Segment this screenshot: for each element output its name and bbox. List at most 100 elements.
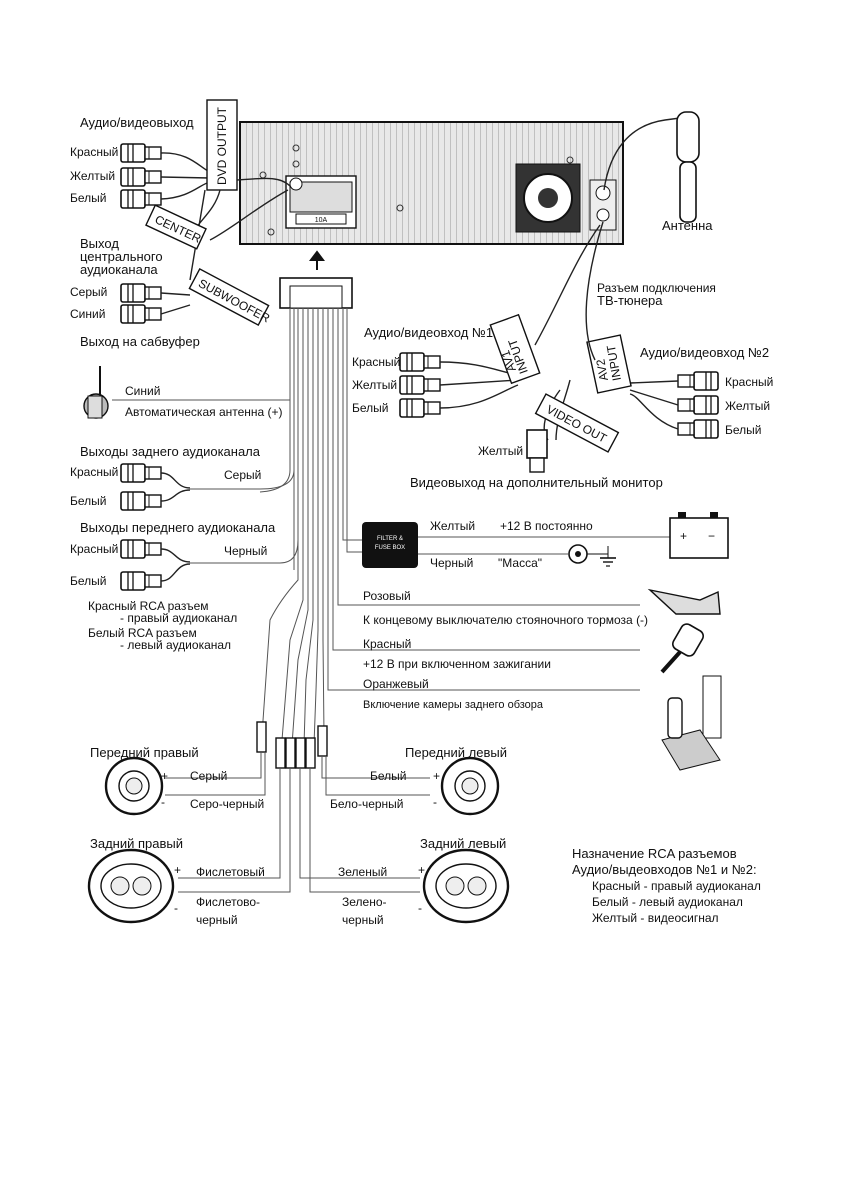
power-brake: К концевому выключателю стояночного торм… bbox=[363, 613, 648, 627]
minus-sign: - bbox=[161, 795, 165, 809]
power-black: Черный bbox=[430, 556, 473, 570]
subwoofer-group: SUBWOOFER bbox=[120, 268, 272, 326]
av2-yellow-label: Желтый bbox=[725, 399, 770, 413]
front-left-neg: Бело-черный bbox=[330, 797, 404, 811]
legend-line-3: Желтый - видеосигнал bbox=[592, 911, 719, 925]
minus-sign: - bbox=[174, 901, 178, 915]
front-left-speaker-icon bbox=[440, 756, 500, 816]
av2-red-label: Красный bbox=[725, 375, 773, 389]
plus-sign: + bbox=[433, 769, 440, 783]
auto-antenna-wire: Синий bbox=[125, 384, 160, 398]
sub-gray-label: Серый bbox=[70, 285, 107, 299]
rear-left-neg-2: черный bbox=[342, 913, 384, 927]
svg-text:−: − bbox=[708, 529, 715, 543]
front-left-title: Передний левый bbox=[405, 745, 507, 760]
rear-left-title: Задний левый bbox=[420, 836, 506, 851]
harness-wires bbox=[259, 308, 640, 746]
svg-text:AV2: AV2 bbox=[593, 358, 611, 382]
plus-sign: + bbox=[161, 769, 168, 783]
auto-antenna-label: Автоматическая антенна (+) bbox=[125, 405, 283, 419]
rca-note-1: Красный RCA разъем bbox=[88, 599, 209, 613]
center-label-2: центрального bbox=[80, 249, 163, 264]
rca-note-3: Белый RCA разъем bbox=[88, 626, 197, 640]
av2-white-label: Белый bbox=[725, 423, 761, 437]
rear-white-label: Белый bbox=[70, 494, 106, 508]
av1-title: Аудио/видеовход №1 bbox=[364, 325, 493, 340]
power-yellow: Желтый bbox=[430, 519, 475, 533]
center-label-3: аудиоканала bbox=[80, 262, 158, 277]
rear-audio-group bbox=[120, 463, 295, 511]
svg-text:+: + bbox=[680, 529, 687, 543]
fuse-rating: 10A bbox=[315, 217, 328, 224]
dvd-yellow-label: Желтый bbox=[70, 169, 115, 183]
rear-right-speaker-icon bbox=[87, 848, 175, 924]
handbrake-icon bbox=[647, 588, 721, 615]
rca-note-4: - левый аудиоканал bbox=[120, 638, 231, 652]
dvd-output-title: Аудио/видеовыход bbox=[80, 115, 194, 130]
power-const12: +12 В постоянно bbox=[500, 519, 593, 533]
video-out-yellow: Желтый bbox=[478, 444, 523, 458]
rear-right-neg-2: черный bbox=[196, 913, 238, 927]
speaker-harness-connectors bbox=[256, 721, 328, 769]
legend-line-1: Красный - правый аудиоканал bbox=[592, 879, 761, 893]
front-right-title: Передний правый bbox=[90, 745, 199, 760]
rear-audio-title: Выходы заднего аудиоканала bbox=[80, 444, 261, 459]
front-right-pos: Серый bbox=[190, 769, 227, 783]
rear-left-neg-1: Зелено- bbox=[342, 895, 387, 909]
plus-sign: + bbox=[174, 863, 181, 877]
legend-title-2: Аудио/выдеовходов №1 и №2: bbox=[572, 862, 757, 877]
ignition-key-icon bbox=[660, 623, 704, 674]
legend-title-1: Назначение RCA разъемов bbox=[572, 846, 737, 861]
front-left-pos: Белый bbox=[370, 769, 406, 783]
rear-left-speaker-icon bbox=[422, 848, 510, 924]
av2-group: AV2 INPUT bbox=[585, 221, 719, 439]
speaker-wires bbox=[165, 752, 430, 893]
up-arrow-icon bbox=[309, 250, 325, 270]
video-out-label: Видеовыход на дополнительный монитор bbox=[410, 475, 663, 490]
power-pink: Розовый bbox=[363, 589, 411, 603]
fuse-box: FILTER & FUSE BOX bbox=[362, 522, 418, 568]
svg-text:FILTER &: FILTER & bbox=[377, 536, 403, 542]
center-tag: CENTER bbox=[145, 204, 207, 250]
dvd-red-label: Красный bbox=[70, 145, 118, 159]
front-white-label: Белый bbox=[70, 574, 106, 588]
rear-wire-label: Серый bbox=[224, 468, 261, 482]
rear-right-pos: Фислетовый bbox=[196, 865, 265, 879]
front-audio-group bbox=[120, 539, 299, 591]
av1-yellow-label: Желтый bbox=[352, 378, 397, 392]
head-unit: 10A bbox=[239, 121, 624, 245]
front-right-neg: Серо-черный bbox=[190, 797, 264, 811]
auto-antenna-icon bbox=[83, 366, 109, 419]
rear-right-neg-1: Фислетово- bbox=[196, 895, 260, 909]
battery-icon: + − bbox=[669, 512, 729, 559]
av2-title: Аудио/видеовход №2 bbox=[640, 345, 769, 360]
av1-group: AV1 INPUT bbox=[399, 224, 601, 418]
power-orange: Оранжевый bbox=[363, 677, 429, 691]
video-out-group: VIDEO OUT bbox=[526, 379, 620, 473]
dvd-output-group: DVD OUTPUT bbox=[120, 99, 291, 281]
front-wire-label: Черный bbox=[224, 544, 267, 558]
gear-shifter-icon bbox=[661, 675, 722, 771]
tv-tuner-label-2: ТВ-тюнера bbox=[597, 293, 663, 308]
antenna-label: Антенна bbox=[662, 218, 713, 233]
plus-sign: + bbox=[418, 863, 425, 877]
av1-red-label: Красный bbox=[352, 355, 400, 369]
rca-note-2: - правый аудиоканал bbox=[120, 611, 237, 625]
power-camera: Включение камеры заднего обзора bbox=[363, 699, 544, 711]
svg-text:DVD OUTPUT: DVD OUTPUT bbox=[215, 106, 229, 185]
svg-text:INPUT: INPUT bbox=[604, 343, 624, 382]
power-ground: "Масса" bbox=[498, 556, 542, 570]
rear-right-title: Задний правый bbox=[90, 836, 183, 851]
tv-tuner-label-1: Разъем подключения bbox=[597, 281, 716, 295]
rear-red-label: Красный bbox=[70, 465, 118, 479]
subwoofer-label: Выход на сабвуфер bbox=[80, 334, 200, 349]
center-label-1: Выход bbox=[80, 236, 119, 251]
harness-connector bbox=[279, 277, 353, 309]
front-right-speaker-icon bbox=[104, 756, 164, 816]
sub-blue-label: Синий bbox=[70, 307, 105, 321]
av1-white-label: Белый bbox=[352, 401, 388, 415]
rear-left-pos: Зеленый bbox=[338, 865, 387, 879]
minus-sign: - bbox=[433, 795, 437, 809]
power-ign12: +12 В при включенном зажигании bbox=[363, 657, 551, 671]
